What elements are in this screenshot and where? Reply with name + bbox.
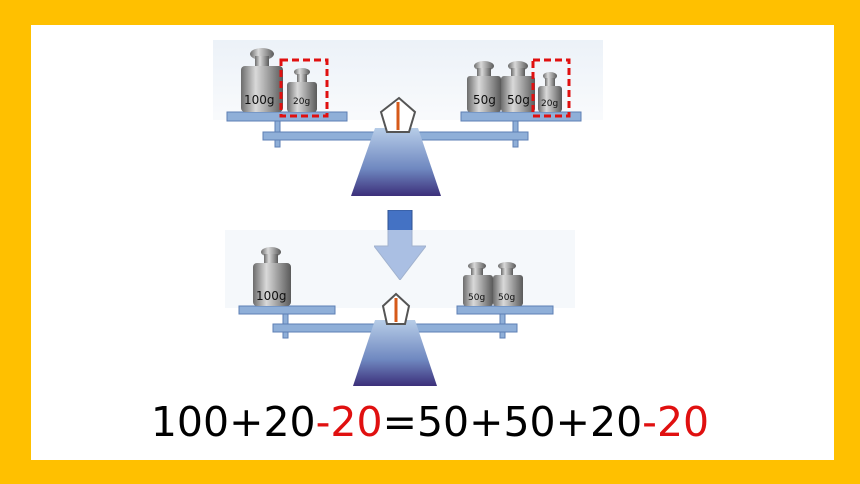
label-100g: 100g [256, 289, 287, 303]
left-pan [238, 305, 336, 315]
label-20g-left: 20g [293, 97, 310, 107]
weight-50g-2 [501, 61, 535, 112]
label-20g-right: 20g [541, 99, 558, 109]
equation-part-2: =50+50+20 [382, 398, 643, 446]
weight-50g-1 [467, 61, 501, 112]
label-100g: 100g [244, 93, 275, 107]
equation: 100+20-20=50+50+20-20 [0, 398, 860, 446]
highlight-box-right [531, 58, 571, 118]
right-pan [460, 111, 582, 122]
left-pan [226, 111, 348, 122]
weight-20g-right [538, 72, 562, 112]
weight-100g [241, 48, 283, 112]
right-pan [456, 305, 554, 315]
weight-50g-2 [493, 262, 523, 306]
highlight-box-left [279, 58, 329, 118]
balance-scale-after: 100g 50g 50g [225, 230, 575, 386]
equation-subtract-left: -20 [315, 398, 383, 446]
scale-base [351, 128, 441, 196]
label-50g-2: 50g [507, 93, 530, 107]
equation-subtract-right: -20 [642, 398, 710, 446]
scale-base [353, 320, 437, 386]
label-50g-1: 50g [473, 93, 496, 107]
weight-50g-1 [463, 262, 493, 306]
weight-100g [253, 247, 291, 306]
label-50g-2: 50g [498, 293, 515, 303]
equation-part-1: 100+20 [150, 398, 316, 446]
weight-20g-left [287, 68, 317, 112]
label-50g-1: 50g [468, 293, 485, 303]
balance-scale-before: 100g 20g 50g 50g 20g [213, 40, 603, 196]
